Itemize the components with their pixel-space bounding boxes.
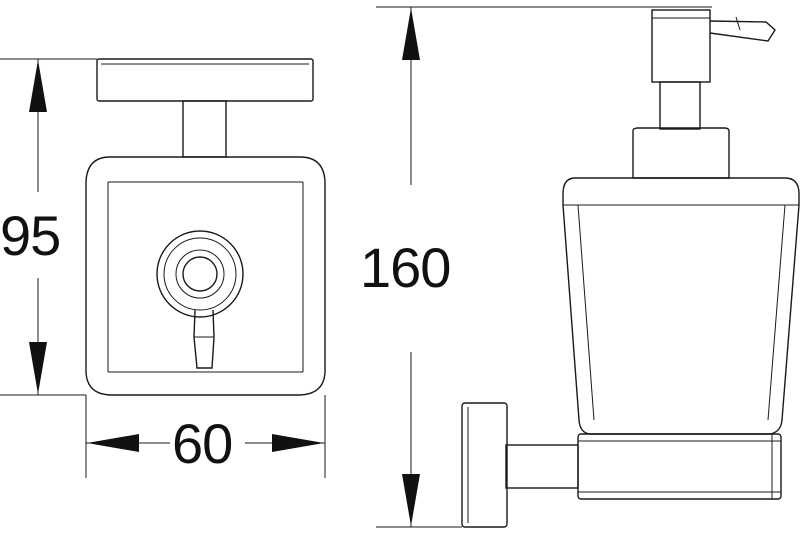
arrow-160-bottom [402, 474, 420, 526]
arrow-160-top [402, 8, 420, 60]
side-base-holder [577, 433, 782, 500]
side-arm [505, 444, 579, 489]
arrow-60-right [272, 434, 324, 452]
front-wall-plate [96, 58, 314, 102]
dimension-95: 95 [0, 58, 97, 396]
side-wall-plate [461, 402, 508, 528]
dimension-60: 60 [85, 395, 326, 478]
dimension-160-label: 160 [360, 236, 450, 299]
side-bottle [562, 177, 800, 435]
front-holder-body [85, 156, 326, 396]
side-pump-spout [709, 20, 776, 42]
front-nozzle [193, 309, 215, 369]
dimension-95-label: 95 [0, 204, 60, 267]
dimension-160: 160 [360, 6, 712, 528]
arrow-60-left [87, 434, 139, 452]
side-pump-collar [632, 127, 730, 179]
front-view [85, 58, 326, 396]
front-pump-outer-ring [156, 230, 244, 318]
dimension-60-label: 60 [172, 412, 232, 475]
front-arm [182, 100, 227, 158]
front-pump-head [182, 256, 218, 292]
arrow-95-bottom [29, 342, 47, 394]
side-view [461, 9, 800, 528]
side-pump-head [651, 9, 711, 83]
side-pump-stem [659, 81, 701, 130]
arrow-95-top [29, 60, 47, 112]
